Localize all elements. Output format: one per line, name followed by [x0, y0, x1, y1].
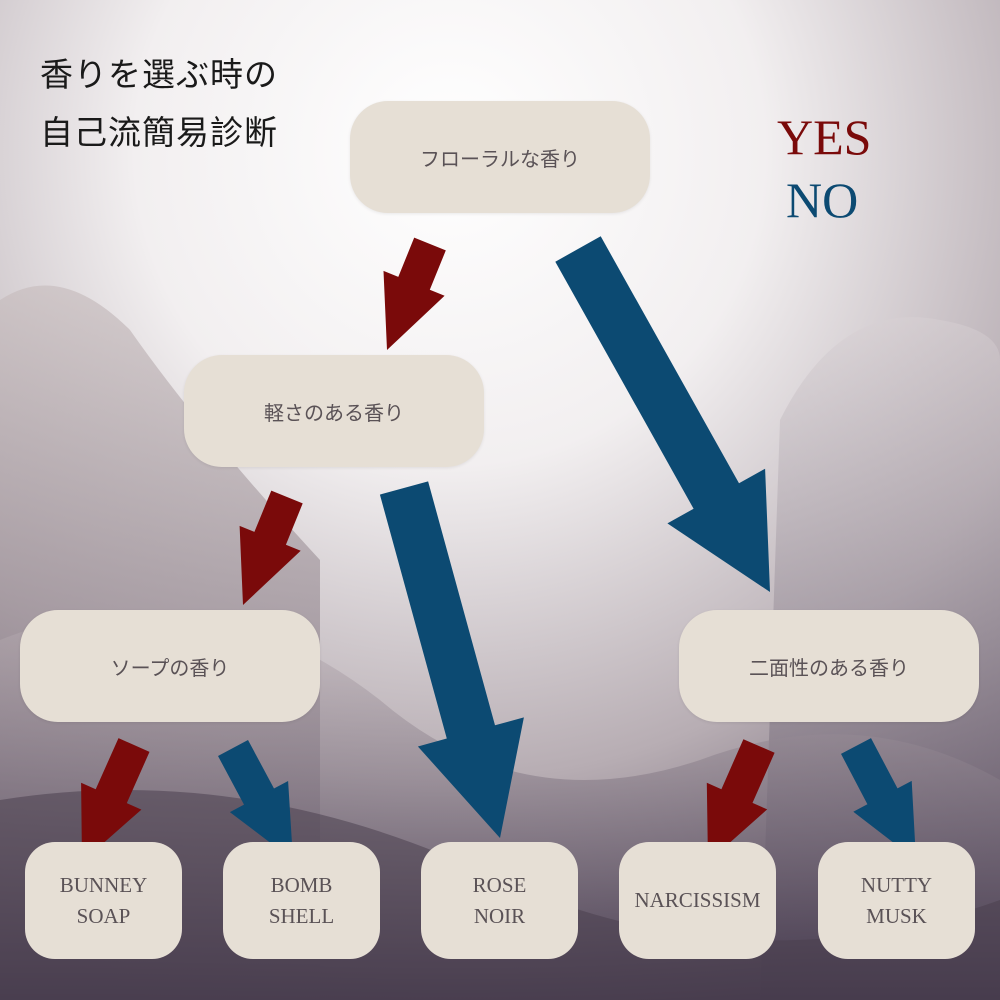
result-nutty-musk: NUTTY MUSK	[818, 842, 975, 959]
question-soap: ソープの香り	[20, 610, 320, 722]
legend-yes: YES	[777, 109, 872, 165]
arrow-no-floral-to-dual	[555, 236, 770, 593]
arrow-yes-dual-to-narc	[706, 739, 775, 862]
result-text: BOMB	[270, 873, 333, 898]
result-text: NOIR	[473, 903, 526, 928]
result-bomb-shell: BOMB SHELL	[223, 842, 380, 959]
arrow-yes-light-to-soap	[239, 490, 303, 605]
result-text: SHELL	[268, 903, 335, 928]
result-rose-noir: ROSE NOIR	[421, 842, 578, 959]
result-text: NARCISSISM	[634, 888, 761, 913]
result-text: BUNNEY	[59, 873, 148, 898]
arrow-no-light-to-rose	[379, 481, 524, 838]
question-dual: 二面性のある香り	[679, 610, 979, 722]
legend-no: NO	[786, 172, 859, 228]
title-line-1: 香りを選ぶ時の	[40, 55, 278, 94]
arrow-no-soap-to-bomb	[218, 740, 293, 860]
question-floral: フローラルな香り	[350, 101, 650, 213]
result-text: MUSK	[866, 903, 927, 928]
result-text: SOAP	[76, 903, 131, 928]
result-narcissism: NARCISSISM	[619, 842, 776, 959]
arrow-yes-soap-to-bunney	[81, 738, 150, 862]
arrow-no-dual-to-nutty	[841, 738, 916, 860]
result-text: NUTTY	[860, 873, 933, 898]
result-bunney-soap: BUNNEY SOAP	[25, 842, 182, 959]
result-text: ROSE	[472, 873, 527, 898]
question-light: 軽さのある香り	[184, 355, 484, 467]
arrow-yes-floral-to-light	[383, 237, 446, 350]
title-line-2: 自己流簡易診断	[40, 113, 278, 152]
